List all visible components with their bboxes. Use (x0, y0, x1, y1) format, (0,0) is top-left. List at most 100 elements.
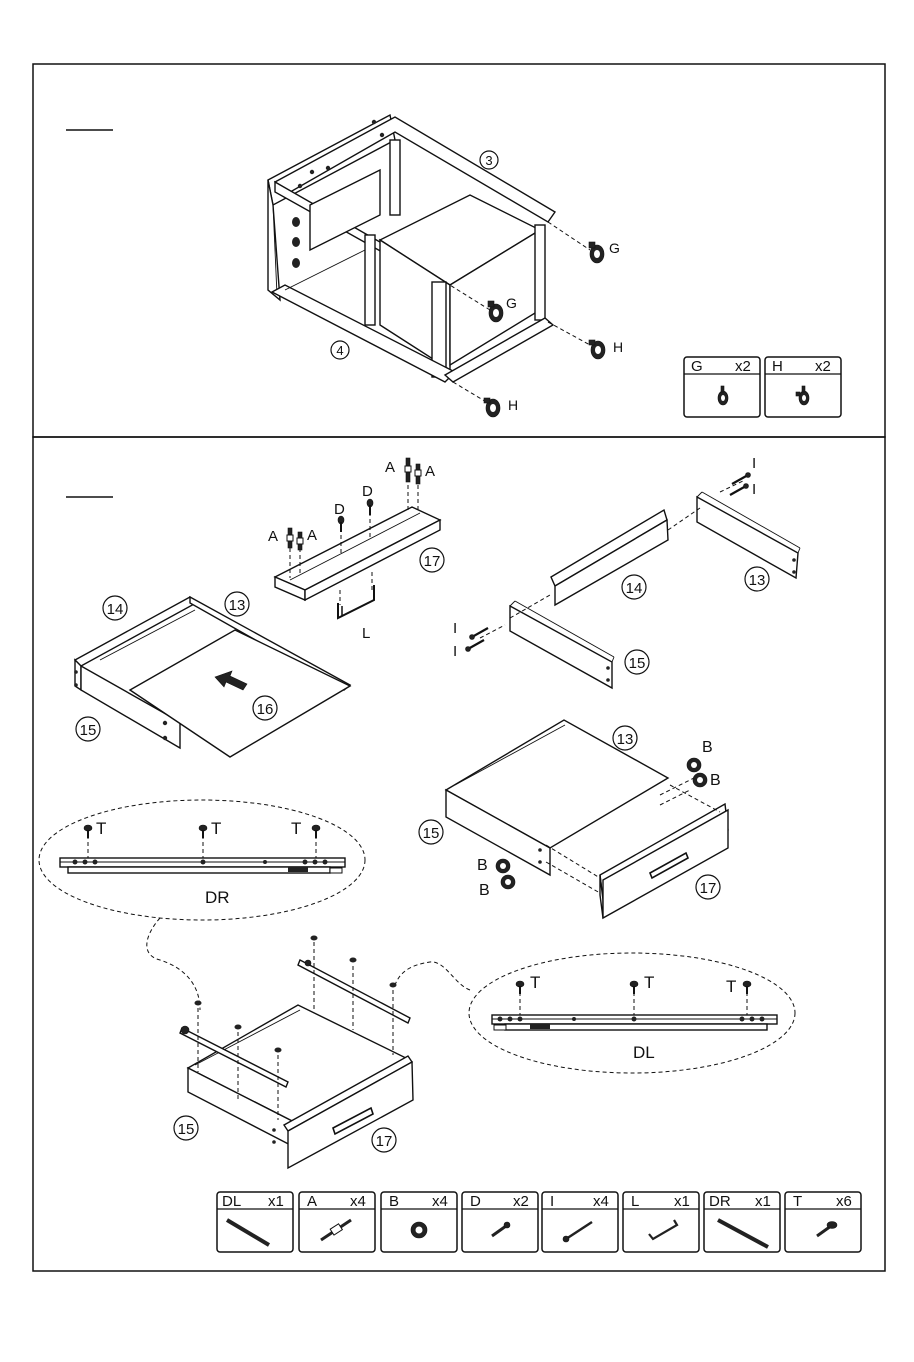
svg-text:x4: x4 (350, 1193, 366, 1210)
legend-box-dr: DR x1 (704, 1192, 780, 1252)
cam-lock-b2 (693, 773, 707, 787)
rail-dl-callout-ellipse (469, 953, 795, 1073)
part-number-14-a: 14 (103, 596, 127, 620)
rail-dr-label: DR (205, 888, 230, 907)
svg-text:G: G (691, 358, 703, 375)
svg-text:17: 17 (424, 553, 441, 570)
rail-dl-label: DL (633, 1043, 655, 1062)
svg-text:x4: x4 (593, 1193, 609, 1210)
caster-g-upper (589, 242, 604, 263)
screw-i2 (730, 484, 749, 496)
svg-text:x1: x1 (755, 1193, 771, 1210)
hardware-label-a1: A (268, 528, 278, 545)
legend-box-g: G x2 (684, 357, 760, 417)
hardware-label-a2: A (307, 527, 317, 544)
legend-box-b: B x4 (381, 1192, 457, 1252)
cam-bolt-a3 (405, 458, 411, 482)
part-number-3: 3 (480, 151, 498, 169)
screw-t-dr2 (199, 825, 207, 838)
svg-text:3: 3 (485, 153, 492, 168)
screw-i4 (466, 640, 485, 652)
cam-bolt-a2 (297, 532, 303, 550)
hardware-label-b4: B (479, 882, 490, 899)
cam-lock-b1 (687, 758, 701, 772)
caster-h-lower (484, 398, 500, 417)
screw-t-dr3 (312, 825, 320, 838)
hardware-label-g-lower: G (506, 295, 517, 311)
rail-dl-screw-label-2: T (644, 973, 654, 992)
part-number-4: 4 (331, 341, 349, 359)
svg-text:4: 4 (336, 343, 343, 358)
hardware-label-a4: A (425, 463, 435, 480)
cam-lock-b4 (501, 875, 515, 889)
rail-dr-screw-label-3: T (291, 819, 301, 838)
svg-text:D: D (470, 1193, 481, 1210)
hardware-label-b2: B (710, 772, 721, 789)
svg-text:T: T (793, 1193, 802, 1210)
hardware-label-h-upper: H (613, 339, 623, 355)
hardware-label-l: L (362, 625, 370, 642)
part-number-15-b: 15 (625, 650, 649, 674)
svg-text:B: B (389, 1193, 399, 1210)
part-number-14-b: 14 (622, 575, 646, 599)
svg-text:x1: x1 (268, 1193, 284, 1210)
cam-lock-b3 (496, 859, 510, 873)
rail-dl-screw-label-1: T (530, 973, 540, 992)
screw-t-dr1 (84, 825, 92, 838)
screw-t-dl1 (516, 981, 524, 994)
drawer-box-with-bottom-drawing (74, 597, 350, 757)
svg-text:x2: x2 (815, 358, 831, 375)
svg-text:13: 13 (229, 597, 246, 614)
svg-text:x2: x2 (513, 1193, 529, 1210)
legend-box-dl: DL x1 (217, 1192, 293, 1252)
hardware-label-i3: I (453, 620, 457, 637)
hardware-label-b3: B (477, 857, 488, 874)
svg-text:14: 14 (107, 601, 124, 618)
cam-bolt-a1 (287, 528, 293, 548)
hardware-label-d1: D (334, 501, 345, 518)
svg-text:DL: DL (222, 1193, 241, 1210)
legend-box-h: H x2 (765, 357, 841, 417)
svg-text:17: 17 (376, 1133, 393, 1150)
hardware-label-i4: I (453, 643, 457, 660)
rail-dl-screw-label-3: T (726, 977, 736, 996)
hardware-label-i1: I (752, 455, 756, 472)
rail-dr-screw-label-2: T (211, 819, 221, 838)
svg-text:L: L (631, 1193, 639, 1210)
part-number-16: 16 (253, 696, 277, 720)
part-number-15-c: 15 (419, 820, 443, 844)
legend-box-t: T x6 (785, 1192, 861, 1252)
svg-text:17: 17 (700, 880, 717, 897)
rail-dl-drawing (492, 992, 777, 1030)
svg-text:14: 14 (626, 580, 643, 597)
screw-t-dl3 (743, 981, 751, 994)
svg-text:15: 15 (80, 722, 97, 739)
svg-text:x2: x2 (735, 358, 751, 375)
part-number-13-c: 13 (613, 726, 637, 750)
screw-d2 (367, 499, 373, 515)
part-number-13-b: 13 (745, 567, 769, 591)
cam-bolt-a4 (415, 464, 421, 484)
hardware-label-i2: I (752, 481, 756, 498)
rail-dr-screw-label-1: T (96, 819, 106, 838)
hardware-label-g-upper: G (609, 240, 620, 256)
rail-dr-drawing (60, 835, 345, 873)
svg-text:x1: x1 (674, 1193, 690, 1210)
legend-box-d: D x2 (462, 1192, 538, 1252)
part-number-17-c: 17 (372, 1128, 396, 1152)
svg-text:DR: DR (709, 1193, 731, 1210)
legend-box-a: A x4 (299, 1192, 375, 1252)
screw-d1 (338, 516, 344, 532)
step2-panel-frame (33, 437, 885, 1271)
svg-text:16: 16 (257, 701, 274, 718)
part-number-15-d: 15 (174, 1116, 198, 1140)
svg-text:x6: x6 (836, 1193, 852, 1210)
hardware-label-d2: D (362, 483, 373, 500)
svg-text:13: 13 (749, 572, 766, 589)
hardware-label-h-lower: H (508, 397, 518, 413)
screw-i3 (470, 628, 489, 640)
cam-lock-icon (411, 1222, 427, 1238)
hardware-label-b1: B (702, 739, 713, 756)
svg-text:15: 15 (178, 1121, 195, 1138)
